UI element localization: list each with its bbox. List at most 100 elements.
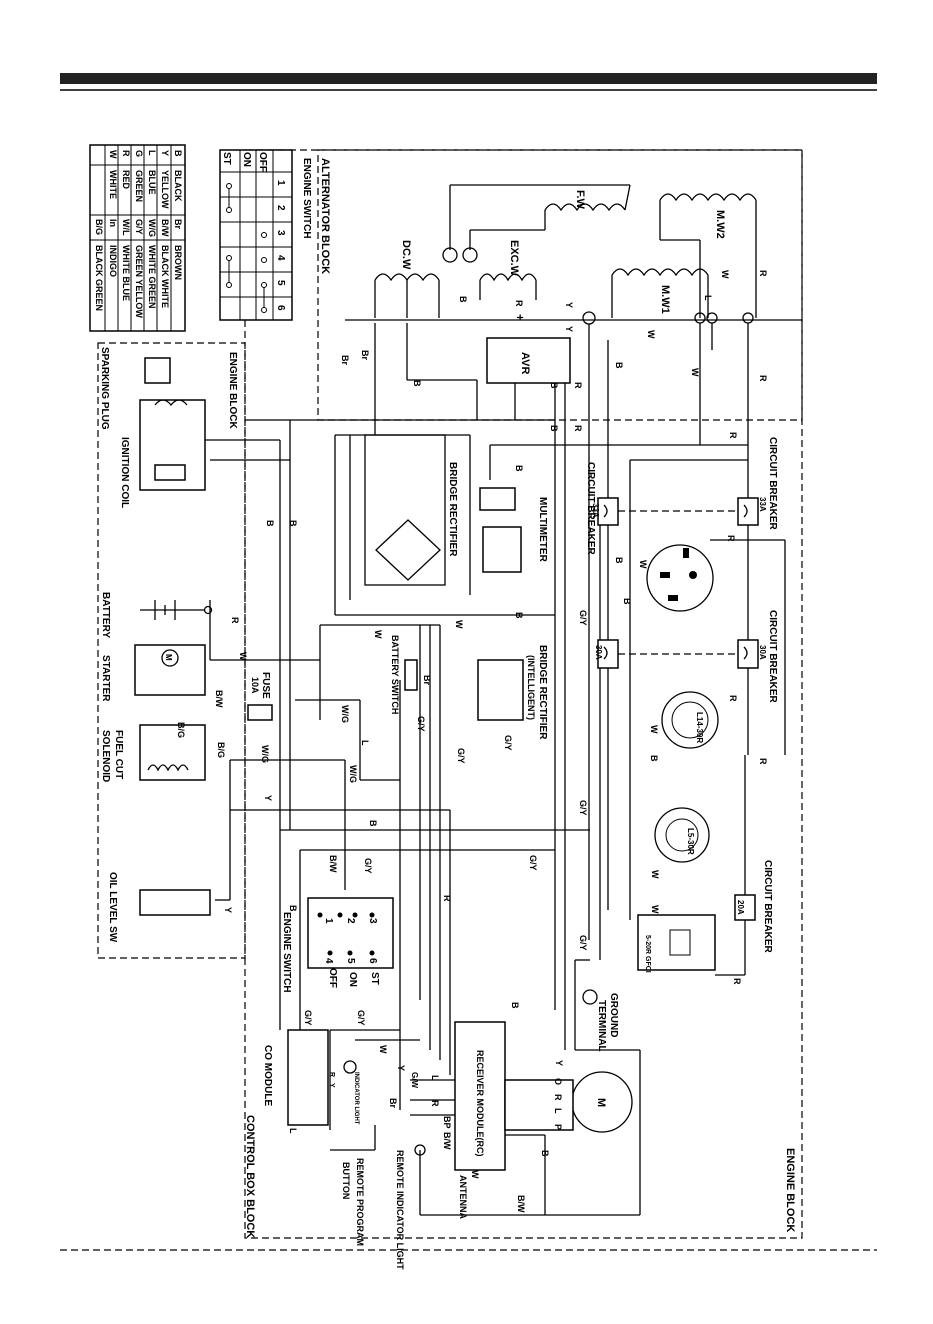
circuit-breaker-30a-2	[597, 639, 619, 669]
ignition-coil-winding	[154, 399, 188, 407]
remote-indicator-lamp	[414, 1144, 426, 1156]
legend-cell: B	[173, 150, 183, 157]
wire-label: W	[373, 630, 383, 639]
switch-col-3: 3	[275, 230, 286, 236]
wire-label: R	[430, 1100, 440, 1107]
wire-label: W/G	[260, 745, 270, 763]
legend-cell: INDIGO	[108, 245, 118, 277]
cb3-rating: 30A	[758, 645, 767, 660]
color-legend	[89, 144, 186, 332]
fw-label: F.W	[574, 190, 586, 210]
co-module-label: CO MODULE	[262, 1045, 273, 1106]
button-label: BUTTON	[341, 1162, 351, 1199]
receiver-label: RECEIVER MODULE(RC)	[475, 1050, 485, 1157]
cb2-rating: 33A	[591, 503, 600, 518]
legend-cell: B/W	[160, 219, 170, 237]
battery-switch	[404, 659, 418, 691]
engine-block-label-right: ENGINE BLOCK	[784, 1148, 796, 1232]
l14-label: L14-30R	[695, 712, 704, 743]
wire-label: W/G	[340, 705, 350, 723]
wire-label: W	[690, 368, 700, 377]
cb4-rating: 30A	[594, 645, 603, 660]
wire-label: B/G	[176, 722, 186, 738]
legend-cell: RED	[121, 170, 131, 190]
wire-label: R	[514, 300, 524, 307]
legend-cell: WHITE BLUE	[121, 245, 131, 301]
gfci-outlet	[637, 914, 716, 971]
wire-label: B	[265, 520, 275, 527]
fuel-cut-solenoid	[139, 724, 206, 781]
cb1-rating: 33A	[758, 497, 767, 512]
cb1-label: CIRCUIT BREAKER	[767, 437, 778, 531]
wire-label: P	[553, 1124, 563, 1130]
wire-label: B/W	[214, 690, 224, 708]
dcw-label: DC.W	[400, 240, 412, 270]
switch-row-on: ON	[241, 152, 252, 167]
legend-cell: Br	[173, 219, 183, 229]
ignition-coil-module	[154, 464, 186, 481]
wire-label: Y	[554, 1060, 564, 1066]
alternator-block-outline	[317, 149, 803, 421]
wire-label: Y	[223, 907, 233, 913]
excw-label: EXC.W	[508, 240, 520, 277]
mw2-coil	[659, 193, 757, 318]
solenoid-label: SOLENOID	[100, 730, 111, 782]
circuit-breaker-20a	[734, 894, 756, 921]
mw1-label: M.W1	[659, 285, 671, 314]
switch-col-5: 5	[275, 280, 286, 286]
starter-m-label: M	[164, 654, 173, 661]
fuel-cut-label: FUEL CUT	[113, 730, 124, 779]
wire-label: W	[378, 1045, 388, 1054]
wire-label: B	[614, 557, 624, 564]
l5-label: L5-30R	[686, 828, 695, 855]
motor	[504, 1071, 633, 1133]
wire-label: B	[514, 612, 524, 619]
legend-cell: W	[108, 150, 118, 159]
wire-label: R	[328, 1072, 335, 1077]
wire-label: R	[573, 425, 583, 432]
es-on: ON	[347, 972, 358, 987]
wire-label: B/G	[216, 742, 226, 758]
wire-label: G/Y	[303, 1010, 313, 1026]
es-2: 2	[345, 918, 356, 924]
wire-label: B	[614, 362, 624, 369]
receiver-module	[454, 1021, 506, 1171]
wire-label: W/G	[348, 765, 358, 783]
wire-label: W	[649, 725, 659, 734]
terminal-label: TERMINAL	[596, 1000, 607, 1052]
legend-cell: R	[121, 150, 131, 157]
cb2-label: CIRCUIT BREAKER	[585, 462, 596, 556]
wire-label: W	[720, 270, 730, 279]
wire-label: Br	[360, 350, 370, 360]
wire-label: R	[758, 375, 768, 382]
avr-label: AVR	[519, 352, 531, 374]
wire-label: B	[540, 1150, 550, 1157]
es-3: 3	[367, 918, 378, 924]
circuit-breaker-33a-1	[737, 497, 759, 526]
remote-program-label: REMOTE PROGRAM	[355, 1158, 365, 1246]
fuse-label: FUSE	[260, 672, 271, 699]
wire-label: L	[703, 295, 713, 301]
wire-label: B	[458, 296, 468, 303]
wire-label: B	[622, 598, 632, 605]
slip-ring-2	[462, 247, 478, 263]
bridge-rectifier-intel-label: BRIDGE RECTIFIER	[537, 645, 548, 740]
legend-cell: G/Y	[134, 219, 144, 235]
legend-cell: YELLOW	[160, 170, 170, 209]
multimeter-label: MULTIMETER	[537, 497, 548, 563]
wire-label: G/W	[410, 1072, 419, 1088]
legend-cell: Y	[160, 150, 170, 156]
battery-label: BATTERY	[100, 592, 111, 638]
intelligent-label: (INTELLIGENT)	[526, 655, 536, 720]
wire-label: W	[454, 620, 464, 629]
ignition-coil-label: IGNITION COIL	[119, 437, 130, 508]
fuse-rating: 10A	[250, 677, 260, 694]
legend-cell: GREEN YELLOW	[134, 245, 144, 318]
wire-label: R	[728, 432, 738, 439]
engine-block-small-outline	[97, 342, 246, 959]
legend-cell: BROWN	[173, 245, 183, 280]
legend-cell: W/G	[147, 219, 157, 237]
outlet-main	[646, 544, 714, 612]
wire-label: R	[728, 695, 738, 702]
